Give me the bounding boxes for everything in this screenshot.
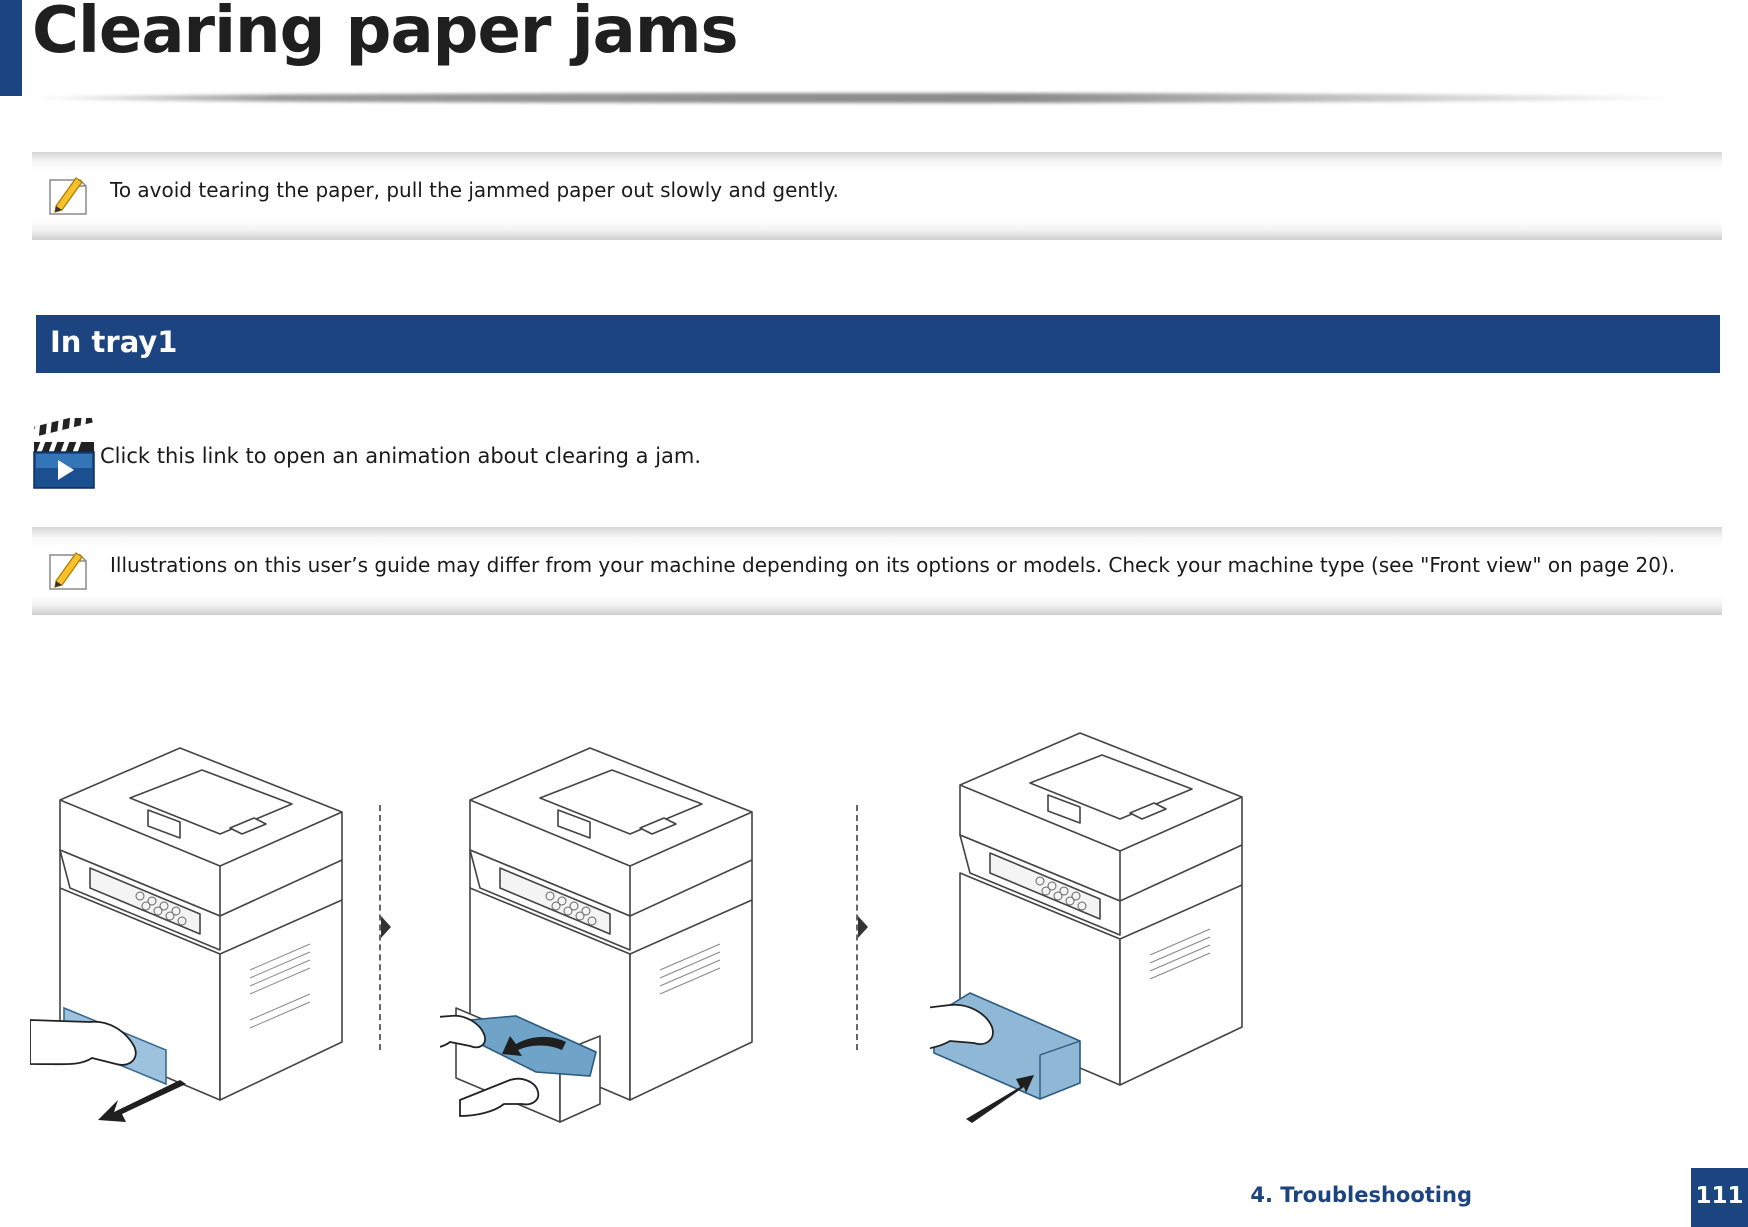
printer-remove-paper-icon — [440, 747, 753, 1123]
note-pencil-icon — [49, 177, 87, 215]
footer-section-label: 4. Troubleshooting — [1250, 1183, 1472, 1207]
section-title: In tray1 — [50, 325, 178, 359]
animation-link-text[interactable]: Click this link to open an animation abo… — [100, 444, 702, 468]
step-divider — [856, 805, 858, 1050]
note-text-tearing: To avoid tearing the paper, pull the jam… — [110, 178, 839, 202]
title-underline — [30, 93, 1690, 103]
printer-open-tray-icon — [30, 747, 343, 1122]
note-box-tearing: To avoid tearing the paper, pull the jam… — [32, 152, 1722, 240]
note-pencil-icon — [49, 552, 87, 590]
note-box-illustrations: Illustrations on this user’s guide may d… — [32, 527, 1722, 615]
page-number: 111 — [1691, 1168, 1748, 1227]
note-text-illustrations: Illustrations on this user’s guide may d… — [110, 553, 1676, 577]
step-arrow-icon — [381, 916, 391, 938]
video-clapperboard-icon[interactable] — [32, 418, 96, 490]
step-divider — [379, 805, 381, 1050]
section-header: In tray1 — [36, 315, 1720, 373]
page-title: Clearing paper jams — [32, 0, 739, 68]
title-accent-bar — [0, 0, 22, 96]
step-arrow-icon — [858, 916, 868, 938]
printer-insert-tray-icon — [930, 732, 1243, 1123]
